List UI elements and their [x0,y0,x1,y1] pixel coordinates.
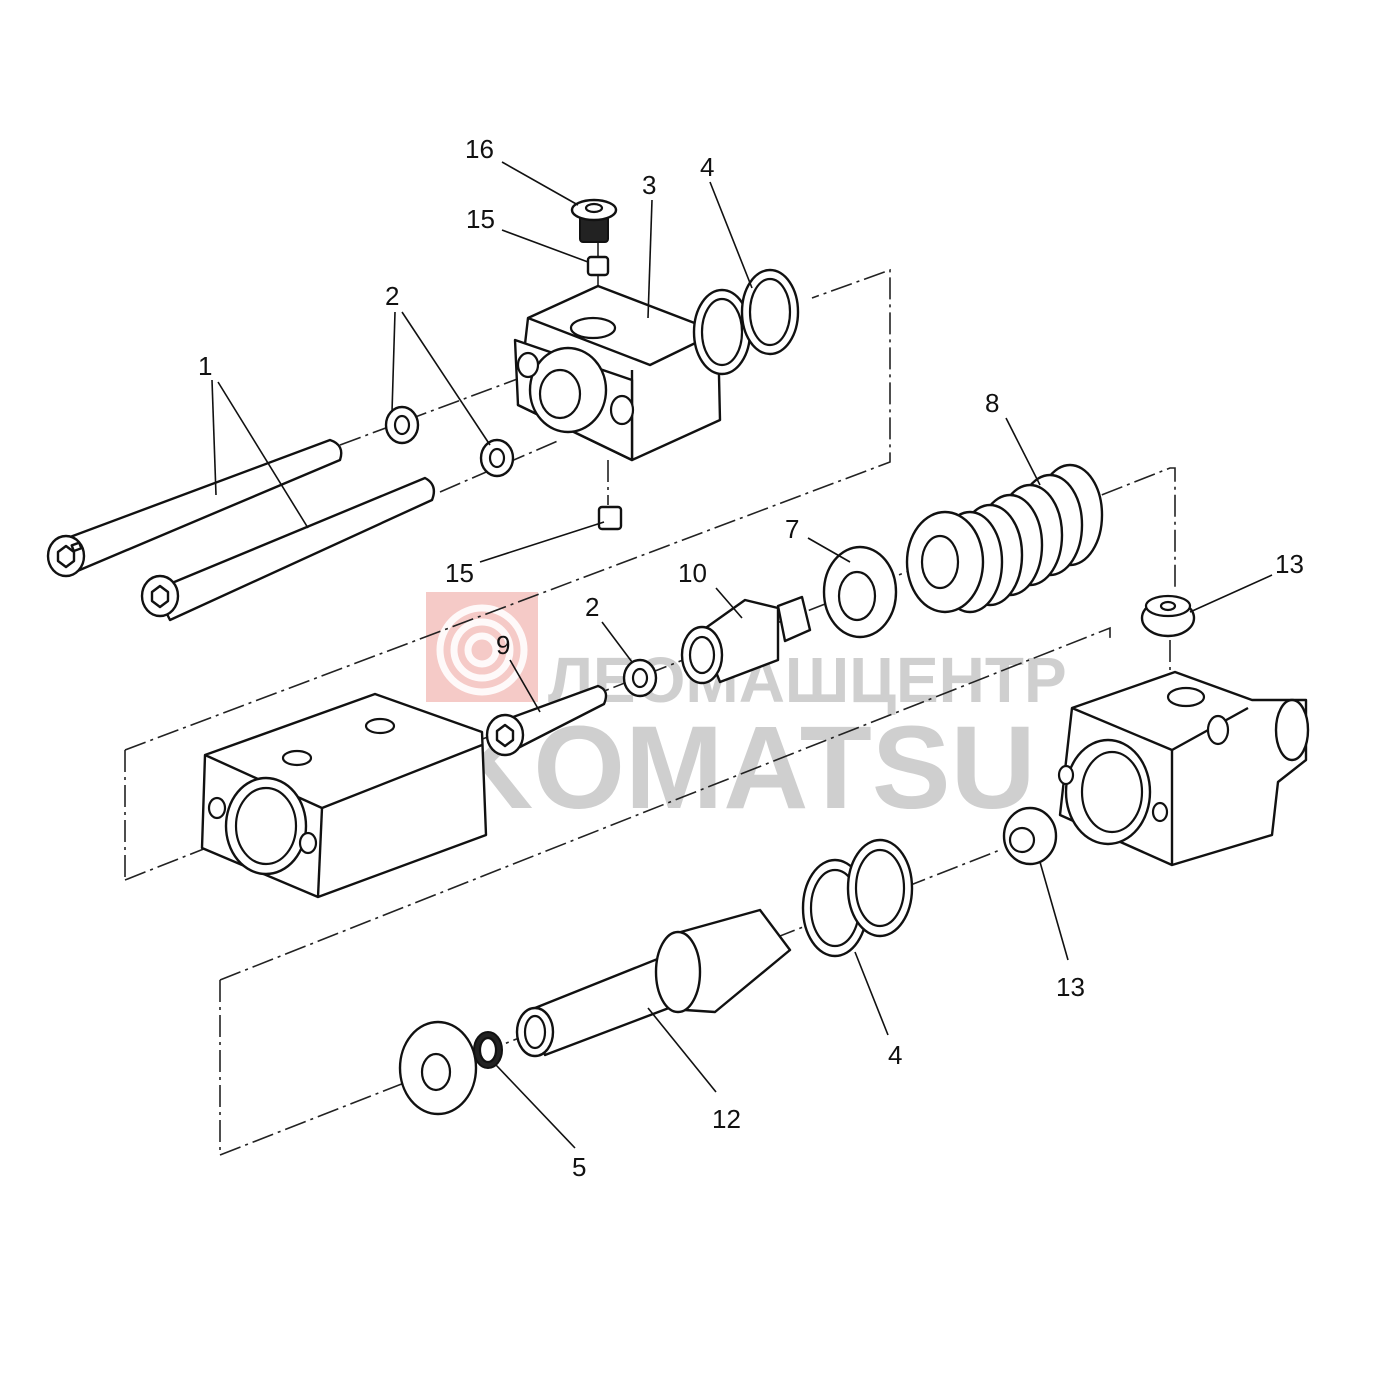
callout-13: 13 [1056,972,1085,1002]
callout-5: 5 [572,1152,586,1182]
watermark-logo-rings-icon [436,604,528,696]
part-12-sleeve [515,908,792,1058]
axis-top [124,268,891,751]
part-3-valve-block [513,284,722,462]
callout-16: 16 [465,134,494,164]
callout-15: 15 [445,558,474,588]
callout-10: 10 [678,558,707,588]
callout-7: 7 [785,514,799,544]
callout-4: 4 [888,1040,902,1070]
part-9-bolt [485,684,608,757]
part-4-orings-upper [692,268,800,376]
part-7-10-spool [680,545,898,685]
callout-12: 12 [712,1104,741,1134]
callout-9: 9 [496,630,510,660]
callout-1: 1 [198,351,212,381]
leader-lines [211,161,1273,1149]
part-15-16-plugs [570,198,623,531]
callout-4: 4 [700,152,714,182]
part-1-bolts [46,438,436,622]
axis-lower [219,626,1111,981]
callout-13: 13 [1275,549,1304,579]
axis-bolts-2 [439,439,561,493]
part-2-washers [384,405,658,698]
axis-bolts [339,377,521,446]
part-8-spring-stack [905,463,1104,614]
callout-15: 15 [466,204,495,234]
part-13-right-housing [1002,594,1310,867]
housing-block [200,692,488,899]
callout-labels: 1 2 2 3 4 4 5 7 8 9 10 12 13 13 15 15 16 [198,134,1304,1182]
callout-8: 8 [985,388,999,418]
part-4-orings-lower [801,838,914,958]
part-5-seals [398,1020,503,1116]
callout-2: 2 [585,592,599,622]
callout-3: 3 [642,170,656,200]
callout-2: 2 [385,281,399,311]
